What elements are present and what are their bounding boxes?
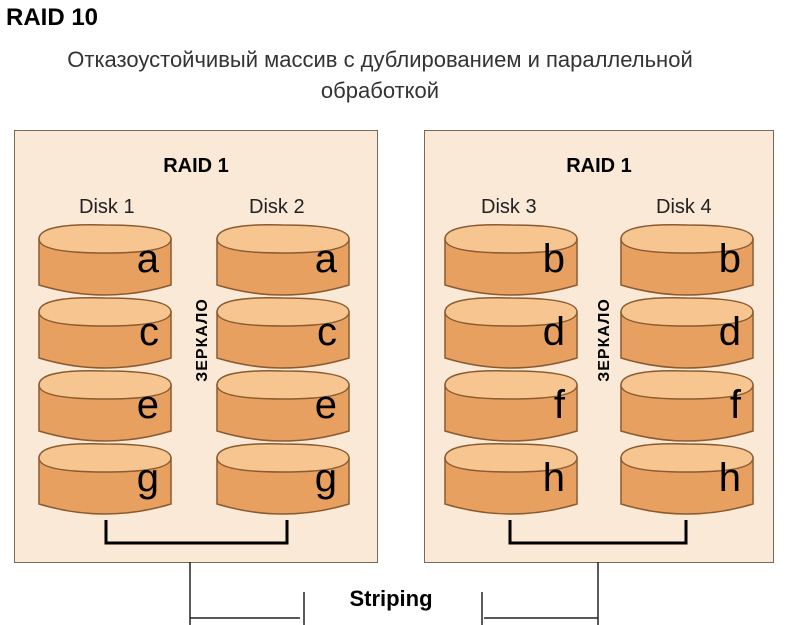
mirror-connector-left xyxy=(104,520,289,545)
disk-block: f xyxy=(617,369,757,445)
block-letter: h xyxy=(542,456,565,500)
disk-block: d xyxy=(441,296,581,372)
block-letter: c xyxy=(317,310,337,354)
disk-1-label: Disk 1 xyxy=(79,196,135,218)
disk-2-label: Disk 2 xyxy=(249,196,305,218)
block-letter: a xyxy=(136,237,159,281)
block-letter: c xyxy=(139,310,159,354)
disk-block: a xyxy=(35,223,175,299)
block-letter: d xyxy=(718,310,741,354)
disk-block: c xyxy=(35,296,175,372)
subtitle-line-1: Отказоустойчивый массив с дублированием … xyxy=(67,47,693,72)
disk-block: b xyxy=(617,223,757,299)
block-letter: g xyxy=(136,456,159,500)
striping-label: Striping xyxy=(349,586,433,611)
disk-3-label: Disk 3 xyxy=(481,196,537,218)
block-letter: e xyxy=(136,383,159,427)
block-letter: e xyxy=(314,383,337,427)
mirror-connector-right xyxy=(508,520,688,545)
diagram-subtitle: Отказоустойчивый массив с дублированием … xyxy=(0,44,760,106)
diagram-title: RAID 10 xyxy=(6,4,99,31)
disk-4-label: Disk 4 xyxy=(656,196,712,218)
disk-block: g xyxy=(213,442,353,518)
block-letter: b xyxy=(542,237,565,281)
raid1-label: RAID 1 xyxy=(566,155,632,177)
block-letter: h xyxy=(718,456,741,500)
disk-block: b xyxy=(441,223,581,299)
disk-block: d xyxy=(617,296,757,372)
block-letter: a xyxy=(314,237,337,281)
disk-block: h xyxy=(617,442,757,518)
disk-block: g xyxy=(35,442,175,518)
raid1-label: RAID 1 xyxy=(163,155,229,177)
subtitle-line-2: обработкой xyxy=(320,78,440,103)
block-letter: d xyxy=(542,310,565,354)
disk-block: a xyxy=(213,223,353,299)
disk-block: e xyxy=(35,369,175,445)
block-letter: b xyxy=(718,237,741,281)
block-letter: f xyxy=(553,383,565,427)
block-letter: f xyxy=(729,383,741,427)
disk-block: f xyxy=(441,369,581,445)
disk-block: e xyxy=(213,369,353,445)
block-letter: g xyxy=(314,456,337,500)
disk-block: h xyxy=(441,442,581,518)
disk-block: c xyxy=(213,296,353,372)
